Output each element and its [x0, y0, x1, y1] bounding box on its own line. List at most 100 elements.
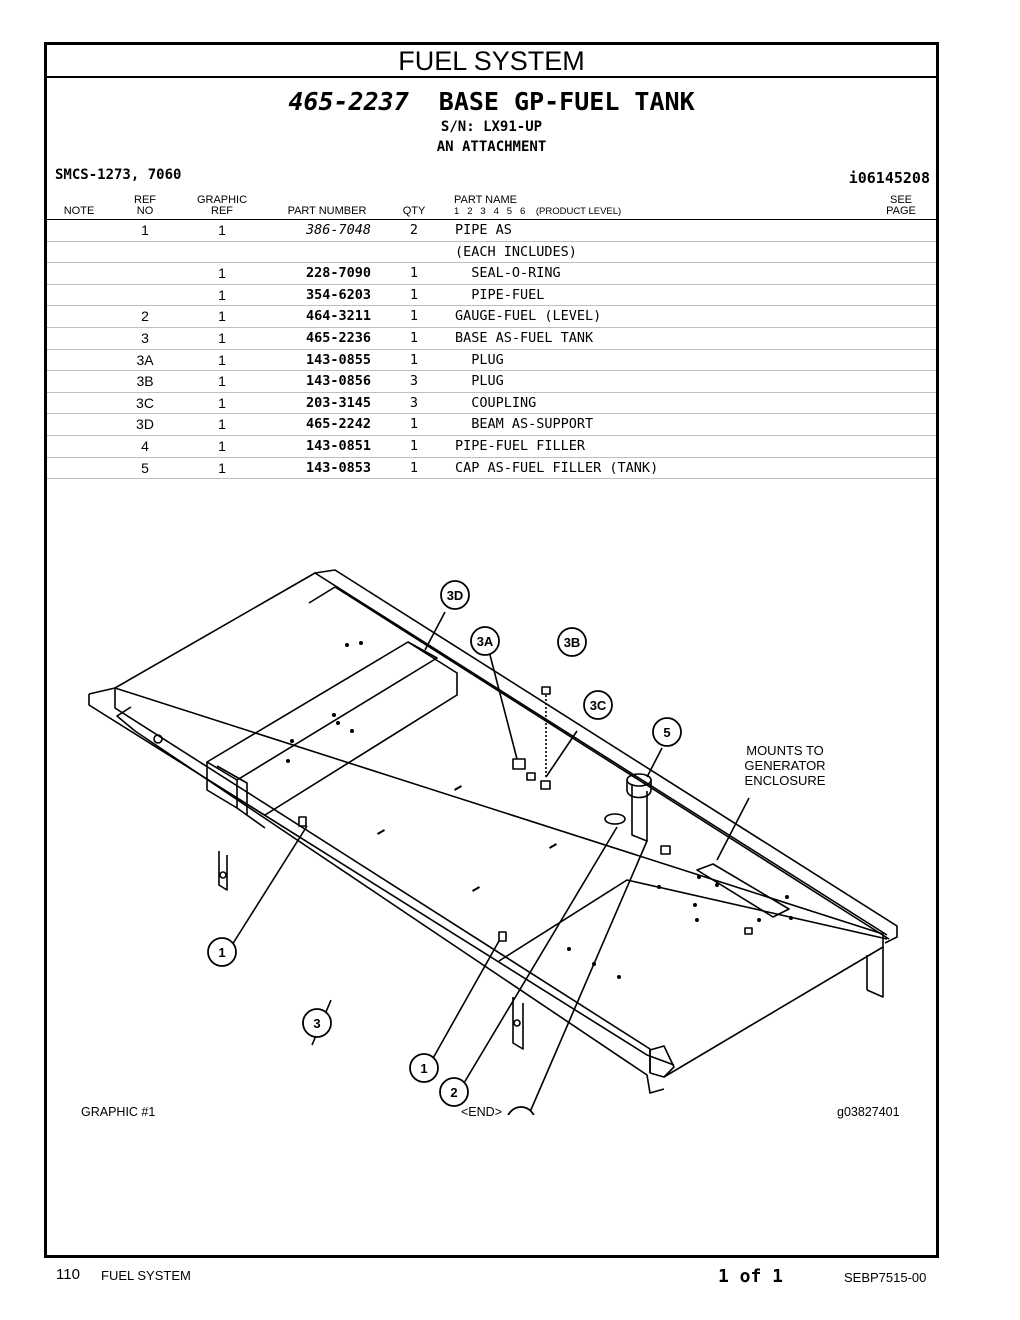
col-qty: QTY	[402, 205, 426, 217]
pipe-fitting-lower	[498, 931, 507, 942]
graphic-ref-cell: 1	[218, 265, 226, 282]
qty-cell: 1	[409, 459, 419, 476]
base-top-edge	[88, 687, 884, 1078]
base-front-rail	[114, 688, 651, 1073]
graphic-ref-cell: 1	[218, 373, 226, 390]
filler-pipe	[631, 784, 648, 842]
smcs-code: SMCS-1273, 7060	[55, 167, 182, 183]
table-row: 3A 1 143-0855 1 PLUG	[47, 350, 936, 372]
part-name-cell: (EACH INCLUDES)	[455, 243, 577, 260]
part-number-cell: 203-3145	[305, 394, 371, 411]
part-number-cell: 465-2236	[305, 329, 371, 346]
annotation-line-3: ENCLOSURE	[745, 773, 826, 788]
part-number-cell: 143-0853	[305, 459, 371, 476]
part-number-cell: 143-0851	[305, 437, 371, 454]
serial-range: S/N: LX91-UP	[440, 119, 543, 135]
doc-id: SEBP7515-00	[844, 1270, 927, 1285]
part-name-cell: COUPLING	[455, 394, 537, 411]
qty-cell: 1	[409, 286, 419, 303]
illustration-id: i06145208	[848, 169, 930, 187]
table-row: 5 1 143-0853 1 CAP AS-FUEL FILLER (TANK)	[47, 458, 936, 480]
part-name-cell: BEAM AS-SUPPORT	[455, 416, 594, 433]
table-row: 2 1 464-3211 1 GAUGE-FUEL (LEVEL)	[47, 306, 936, 328]
part-number-cell: 143-0856	[305, 373, 371, 390]
access-panel	[696, 863, 790, 918]
callout-3c: 3C	[590, 698, 607, 713]
part-name-cell: SEAL-O-RING	[455, 265, 561, 282]
part-name-cell: CAP AS-FUEL FILLER (TANK)	[455, 459, 659, 476]
qty-cell: 1	[409, 308, 419, 325]
callout-1-lower: 1	[420, 1061, 427, 1076]
ref-no-cell: 3B	[136, 373, 154, 390]
group-part-name: BASE GP-FUEL TANK	[438, 87, 695, 116]
callout-3d: 3D	[447, 588, 464, 603]
col-part-number: PART NUMBER	[287, 205, 367, 217]
ref-no-cell: 1	[141, 222, 149, 238]
group-part-number: 465-2237	[288, 87, 409, 116]
callout-4: 4	[517, 1114, 525, 1115]
fuel-gauge	[604, 813, 626, 825]
table-row: (EACH INCLUDES)	[47, 242, 936, 264]
pipe-fitting-upper	[298, 816, 307, 827]
graphic-ref-cell: 1	[218, 459, 226, 476]
part-name-cell: PLUG	[455, 351, 504, 368]
footer-section: FUEL SYSTEM	[101, 1268, 191, 1283]
qty-cell: 1	[409, 265, 419, 282]
part-name-cell: BASE AS-FUEL TANK	[455, 329, 594, 346]
attachment-note: AN ATTACHMENT	[436, 139, 547, 155]
graphic-ref-cell: 1	[218, 329, 226, 346]
graphic-ref-cell: 1	[218, 437, 226, 454]
part-name-cell: PIPE AS	[455, 222, 512, 238]
side-slot-left	[218, 851, 228, 891]
callout-3: 3	[313, 1016, 320, 1031]
ref-no-cell: 3A	[136, 351, 154, 368]
qty-cell: 3	[409, 373, 419, 390]
part-number-cell: 228-7090	[305, 265, 371, 282]
ref-no-cell: 4	[141, 437, 149, 454]
col-note: NOTE	[63, 205, 95, 217]
callout-3a: 3A	[477, 634, 494, 649]
graphic-ref-cell: 1	[218, 416, 226, 433]
qty-cell: 1	[409, 329, 419, 346]
part-name-cell: GAUGE-FUEL (LEVEL)	[455, 308, 602, 325]
col-product-level: 1 2 3 4 5 6 (PRODUCT LEVEL)	[454, 206, 622, 217]
part-number-cell: 464-3211	[305, 308, 371, 325]
qty-cell: 1	[409, 437, 419, 454]
annotation-line-2: GENERATOR	[744, 758, 825, 773]
graphic-id: g03827401	[837, 1105, 900, 1119]
graphic-end: <END>	[461, 1105, 502, 1119]
page-of: 1 of 1	[718, 1266, 784, 1287]
table-row: 1 1 386-7048 2 PIPE AS	[47, 220, 936, 242]
ref-no-cell: 2	[141, 308, 149, 325]
coupling-3c	[540, 780, 551, 790]
graphic-ref-cell: 1	[218, 308, 226, 325]
col-part-name: PART NAME	[454, 194, 517, 206]
callout-1-upper: 1	[218, 945, 225, 960]
plug-3b	[541, 686, 551, 695]
graphic-ref-cell: 1	[218, 222, 226, 238]
plug-3a	[512, 758, 526, 770]
ref-no-cell: 5	[141, 459, 149, 476]
graphic-ref-cell: 1	[218, 351, 226, 368]
part-number-cell: 386-7048	[305, 222, 371, 238]
group-header: 465-2237 BASE GP-FUEL TANK	[47, 87, 936, 116]
qty-cell: 2	[409, 222, 419, 238]
graphic-label: GRAPHIC #1	[81, 1105, 156, 1119]
part-number-cell: 143-0855	[305, 351, 371, 368]
ref-no-cell: 3C	[136, 394, 154, 411]
parts-table: 1 1 386-7048 2 PIPE AS (EACH INCLUDES) 1 228-70…	[47, 220, 936, 480]
qty-cell: 1	[409, 351, 419, 368]
qty-cell: 1	[409, 416, 419, 433]
callout-5: 5	[663, 725, 670, 740]
callout-2: 2	[450, 1085, 457, 1100]
graphic-ref-cell: 1	[218, 286, 226, 303]
part-number-cell: 465-2242	[305, 416, 371, 433]
